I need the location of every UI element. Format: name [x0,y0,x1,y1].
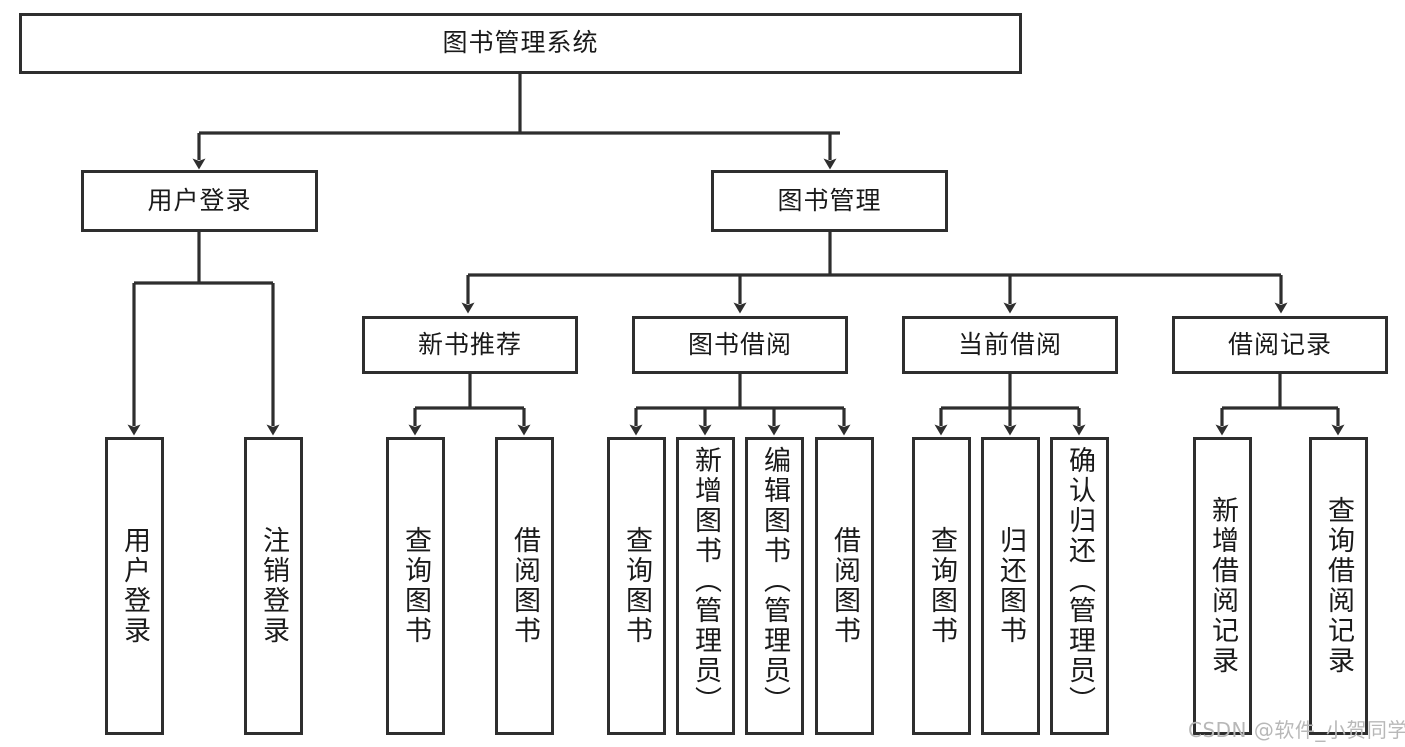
node-label: 借阅图书 [829,526,860,646]
leaf-edit-book-admin[interactable]: 编辑图书（管理员） [745,437,804,735]
node-user-login[interactable]: 用户登录 [81,170,318,232]
node-label: 新书推荐 [417,329,522,359]
leaf-return-book[interactable]: 归还图书 [981,437,1040,735]
node-label: 借阅图书 [509,526,540,646]
node-book-management[interactable]: 图书管理 [711,170,948,232]
node-label: 确认归还（管理员） [1064,446,1095,716]
node-label: 用户登录 [119,526,150,646]
leaf-user-login[interactable]: 用户登录 [105,437,164,735]
node-current-borrow[interactable]: 当前借阅 [902,316,1118,374]
leaf-borrow-book[interactable]: 借阅图书 [815,437,874,735]
leaf-logout[interactable]: 注销登录 [244,437,303,735]
node-label: 借阅记录 [1227,329,1332,359]
leaf-add-book-admin[interactable]: 新增图书（管理员） [676,437,735,735]
leaf-add-borrow-record[interactable]: 新增借阅记录 [1193,437,1252,735]
leaf-query-book-current[interactable]: 查询图书 [912,437,971,735]
node-root-book-management-system[interactable]: 图书管理系统 [19,13,1022,74]
node-label: 新增图书（管理员） [690,446,721,716]
leaf-query-borrow-record[interactable]: 查询借阅记录 [1309,437,1368,735]
node-new-book-recommend[interactable]: 新书推荐 [362,316,578,374]
node-label: 归还图书 [995,526,1026,646]
node-label: 查询借阅记录 [1323,496,1354,676]
leaf-borrow-book-recommend[interactable]: 借阅图书 [495,437,554,735]
leaf-query-book-borrow[interactable]: 查询图书 [607,437,666,735]
node-borrow-record[interactable]: 借阅记录 [1172,316,1388,374]
node-label: 注销登录 [258,526,289,646]
node-label: 新增借阅记录 [1207,496,1238,676]
node-label: 图书借阅 [687,329,792,359]
node-label: 图书管理 [777,185,882,215]
node-label: 当前借阅 [957,329,1062,359]
node-label: 图书管理系统 [442,28,599,58]
node-label: 查询图书 [926,526,957,646]
node-label: 查询图书 [400,526,431,646]
leaf-query-book-recommend[interactable]: 查询图书 [386,437,445,735]
node-book-borrow[interactable]: 图书借阅 [632,316,848,374]
node-label: 编辑图书（管理员） [759,446,790,716]
node-label: 查询图书 [621,526,652,646]
watermark: CSDN @软件_小贺同学 [1188,718,1405,742]
leaf-confirm-return-admin[interactable]: 确认归还（管理员） [1050,437,1109,735]
node-label: 用户登录 [147,185,252,215]
